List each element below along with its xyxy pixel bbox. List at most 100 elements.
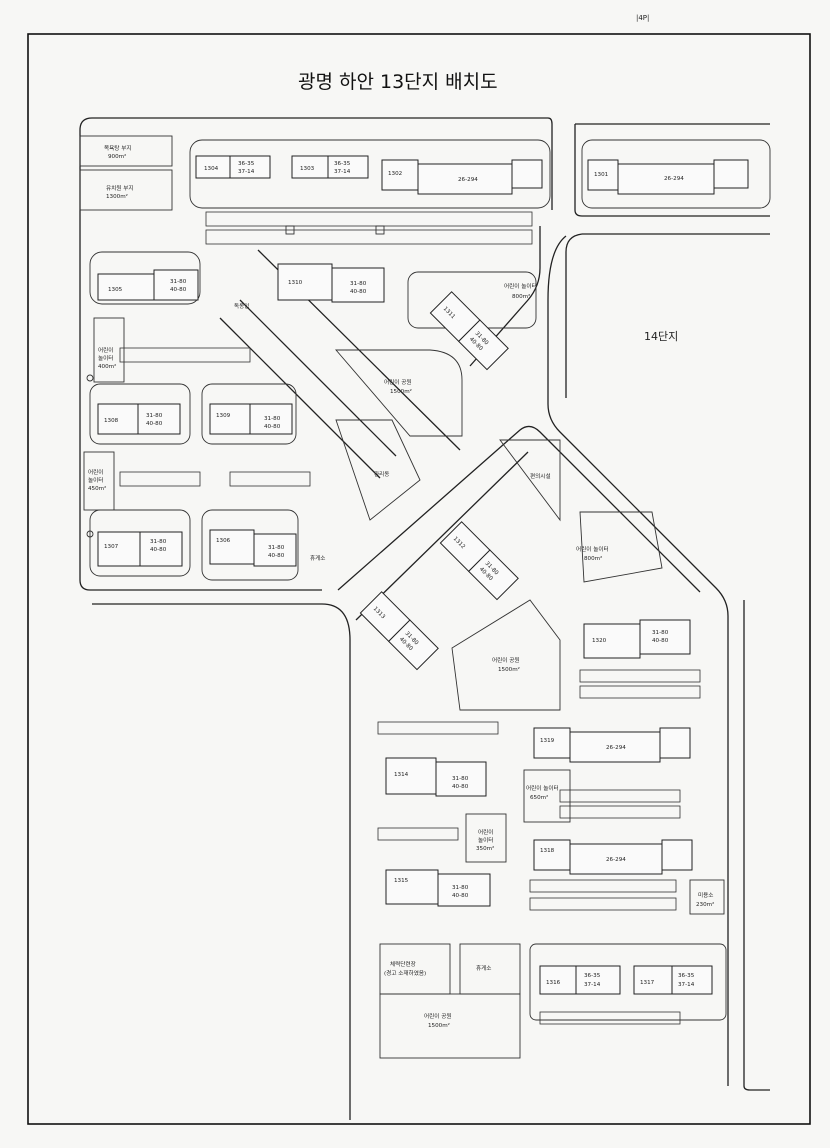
svg-text:1303: 1303 — [300, 166, 315, 172]
block-1301 — [581, 139, 771, 209]
svg-text:40-80: 40-80 — [146, 421, 163, 427]
svg-text:1309: 1309 — [216, 413, 231, 419]
svg-text:40-80: 40-80 — [150, 547, 167, 553]
parking-east-4 — [559, 805, 681, 819]
building-1319: 1319 26-294 — [533, 727, 691, 763]
svg-text:26-294: 26-294 — [606, 857, 626, 863]
north-road — [79, 117, 553, 210]
svg-text:1306: 1306 — [216, 538, 231, 544]
diagonal-avenue-a — [219, 317, 381, 479]
svg-text:31-80: 31-80 — [452, 885, 469, 891]
building-1309: 1309 31-80 40-80 — [209, 403, 293, 435]
svg-text:40-80: 40-80 — [452, 893, 469, 899]
svg-text:1318: 1318 — [540, 848, 555, 854]
building-1307: 1307 31-80 40-80 — [97, 531, 183, 567]
block-1309 — [201, 383, 297, 445]
building-1312: 1312 31-80 40-80 — [439, 521, 519, 601]
central-road — [469, 226, 541, 367]
parking-north-1 — [205, 211, 533, 227]
svg-text:1315: 1315 — [394, 878, 409, 884]
marker-square-1 — [285, 225, 295, 235]
play4-area: 800m² — [584, 555, 602, 562]
sub-station-area: 230m² — [696, 901, 714, 908]
svg-text:31-80: 31-80 — [146, 413, 163, 419]
svg-text:1307: 1307 — [104, 544, 119, 550]
building-1314: 1314 31-80 40-80 — [385, 757, 487, 797]
dongsa-label: 독동입 — [234, 302, 249, 310]
svg-text:31-80: 31-80 — [264, 416, 281, 422]
svg-text:1316: 1316 — [546, 980, 561, 986]
building-1320: 1320 31-80 40-80 — [583, 619, 691, 659]
store-label: 편의시설 — [530, 472, 551, 480]
play6-area: 350m² — [476, 845, 494, 852]
svg-text:1305: 1305 — [108, 287, 123, 293]
building-1308: 1308 31-80 40-80 — [97, 403, 181, 435]
parking-west-3 — [229, 471, 311, 487]
south-road — [92, 603, 351, 1120]
play2-area: 450m² — [88, 485, 106, 492]
mgmt-label: 관리동 — [374, 470, 389, 478]
block-north-row — [189, 139, 551, 209]
building-1317: 1317 36-35 37-14 — [633, 965, 713, 995]
parking-east-3 — [559, 789, 681, 803]
building-1311: 1311 31-80 40-80 — [429, 291, 509, 371]
building-1301: 1301 26-294 — [587, 159, 749, 195]
svg-text:40-80: 40-80 — [170, 287, 187, 293]
play4-lot — [579, 511, 663, 583]
sub-station-label: 미용소 — [698, 891, 713, 899]
diagonal-avenue-d — [337, 425, 701, 593]
building-1305: 1305 31-80 40-80 — [97, 269, 199, 301]
welfare-lot — [379, 943, 451, 995]
parking-east-5 — [529, 879, 677, 893]
park1-label: 어린이 공원 — [384, 378, 412, 386]
sheet-mark: |4P| — [636, 14, 649, 22]
svg-text:36-35: 36-35 — [584, 973, 601, 979]
svg-text:31-80: 31-80 — [268, 545, 285, 551]
parking-east-2 — [579, 685, 701, 699]
kinder-site-area: 1300m² — [106, 193, 128, 200]
school-site-lot — [79, 135, 173, 167]
building-1318: 1318 26-294 — [533, 839, 693, 875]
welfare-sub: (경고 소재하였음) — [384, 969, 426, 977]
diagonal-avenue-b — [239, 299, 397, 457]
sub-station-lot — [689, 879, 725, 915]
building-1306: 1306 31-80 40-80 — [209, 529, 297, 567]
play3-label: 어린이 놀이터 — [504, 282, 537, 290]
play2-label-2: 놀이터 — [88, 476, 103, 484]
svg-text:31-80: 31-80 — [452, 776, 469, 782]
svg-text:37-14: 37-14 — [334, 169, 351, 175]
parking-east-6 — [529, 897, 677, 911]
parking-west-2 — [119, 471, 201, 487]
svg-text:31-80: 31-80 — [150, 539, 167, 545]
park2-lot — [451, 599, 561, 711]
building-1302: 1302 26-294 — [381, 159, 543, 195]
block-1307 — [89, 509, 191, 577]
play3-area: 800m² — [512, 293, 530, 300]
parking-south-1 — [377, 721, 499, 735]
svg-text:1310: 1310 — [288, 280, 303, 286]
block-1306 — [201, 509, 299, 581]
drawing-frame — [27, 33, 811, 1125]
play1-area: 400m² — [98, 363, 116, 370]
play5-area: 650m² — [530, 794, 548, 801]
parking-east-1 — [579, 669, 701, 683]
svg-text:36-35: 36-35 — [334, 161, 351, 167]
rest1-label: 휴게소 — [310, 554, 325, 562]
play4-label: 어린이 놀이터 — [576, 545, 609, 553]
building-1304: 1304 36-35 37-14 — [195, 155, 271, 179]
play6-lot — [465, 813, 507, 863]
park3-area: 1500m² — [428, 1022, 450, 1029]
svg-text:31-80: 31-80 — [170, 279, 187, 285]
play1-lot — [93, 317, 125, 383]
school-site-label: 목욕탕 부지 — [104, 144, 132, 152]
svg-text:1308: 1308 — [104, 418, 119, 424]
park2-area: 1500m² — [498, 666, 520, 673]
complex-14-label: 14단지 — [644, 330, 678, 343]
play2-label-1: 어린이 — [88, 468, 103, 476]
play6-label-2: 놀이터 — [478, 836, 493, 844]
building-1313: 1313 31-80 40-80 — [359, 591, 439, 671]
building-1303: 1303 36-35 37-14 — [291, 155, 369, 179]
block-1308 — [89, 383, 191, 445]
svg-text:40-80: 40-80 — [452, 784, 469, 790]
